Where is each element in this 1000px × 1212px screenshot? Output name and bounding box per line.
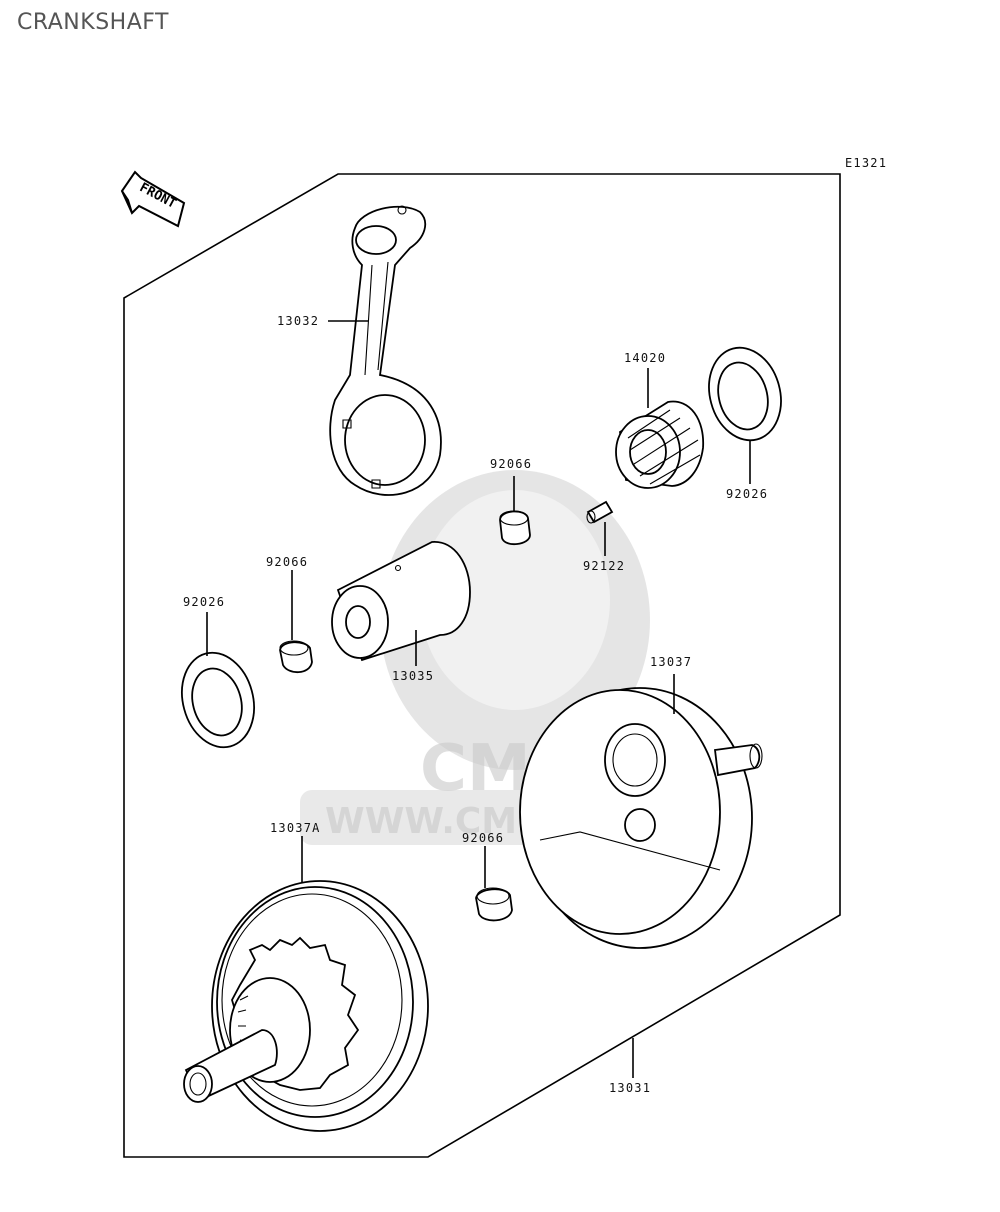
callout-13035: 13035 [392, 669, 434, 683]
thrust-washer-left [181, 651, 255, 749]
crankshaft-half-right [519, 687, 763, 949]
callout-92066-left: 92066 [266, 555, 308, 569]
callout-14020: 14020 [624, 351, 666, 365]
callout-13037A: 13037A [270, 821, 321, 835]
needle-bearing [615, 400, 704, 489]
spacer-left [279, 640, 313, 674]
diagram-code: E1321 [845, 156, 887, 170]
callout-92026-left: 92026 [183, 595, 225, 609]
crank-pin [331, 541, 471, 662]
callout-13037: 13037 [650, 655, 692, 669]
crankshaft-half-left [183, 880, 429, 1132]
assembly-frame [123, 173, 841, 1158]
front-arrow-icon: FRONT [120, 170, 186, 228]
spacer-upper [499, 510, 531, 545]
callout-92026-right: 92026 [726, 487, 768, 501]
thrust-washer-right [708, 346, 782, 442]
pin [586, 500, 614, 524]
page-title: CRANKSHAFT [17, 10, 169, 35]
callout-92066-upper: 92066 [490, 457, 532, 471]
callout-13032: 13032 [277, 314, 319, 328]
connecting-rod [329, 205, 442, 496]
callout-13031: 13031 [609, 1081, 651, 1095]
spacer-lower [475, 887, 513, 922]
watermark-face [420, 490, 610, 710]
callout-92122: 92122 [583, 559, 625, 573]
callout-92066-lower: 92066 [462, 831, 504, 845]
